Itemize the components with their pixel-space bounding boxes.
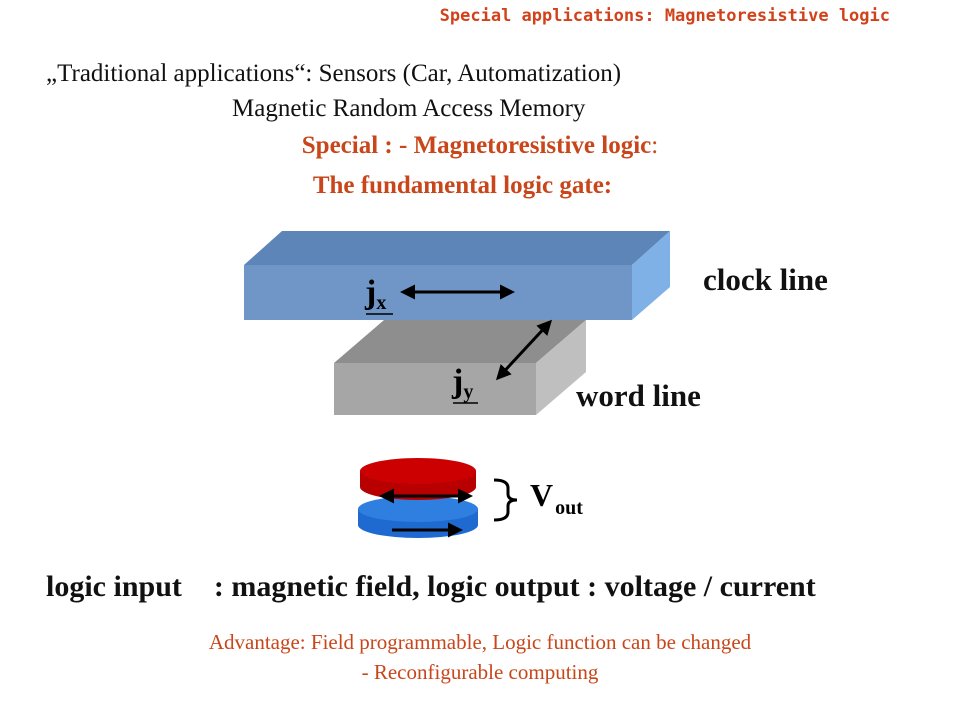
special-logic-heading: Special : - Magnetoresistive logic: [0, 132, 960, 160]
jy-label: jy [451, 363, 473, 403]
logic-gate-heading: The fundamental logic gate: [312, 172, 613, 199]
reconfigurable-text: - Reconfigurable computing [361, 660, 599, 684]
jy-arrow [495, 319, 553, 381]
advantage-text: Advantage: Field programmable, Logic fun… [208, 630, 752, 654]
top-layer-disk [360, 458, 476, 484]
mtj-stack [358, 458, 478, 538]
clock-line-label: clock line [703, 262, 828, 297]
vout-brace [493, 478, 518, 522]
logic-io-rest: : magnetic field, logic output : voltage… [213, 570, 816, 603]
logic-io-line: logic input : magnetic field, logic outpu… [46, 570, 816, 604]
clock-line-bar [244, 231, 670, 320]
special-logic-text: Special : - Magnetoresistive logic [301, 132, 652, 159]
mram-text: Magnetic Random Access Memory [232, 95, 586, 122]
word-line-label: word line [576, 378, 701, 413]
jx-label: jx [364, 274, 386, 314]
logic-input-text: logic input [46, 570, 182, 603]
slide-title: Special applications: Magnetoresistive l… [439, 6, 890, 26]
traditional-applications-text: „Traditional applications“: Sensors (Car… [46, 60, 622, 87]
special-logic-colon: : [651, 132, 659, 159]
